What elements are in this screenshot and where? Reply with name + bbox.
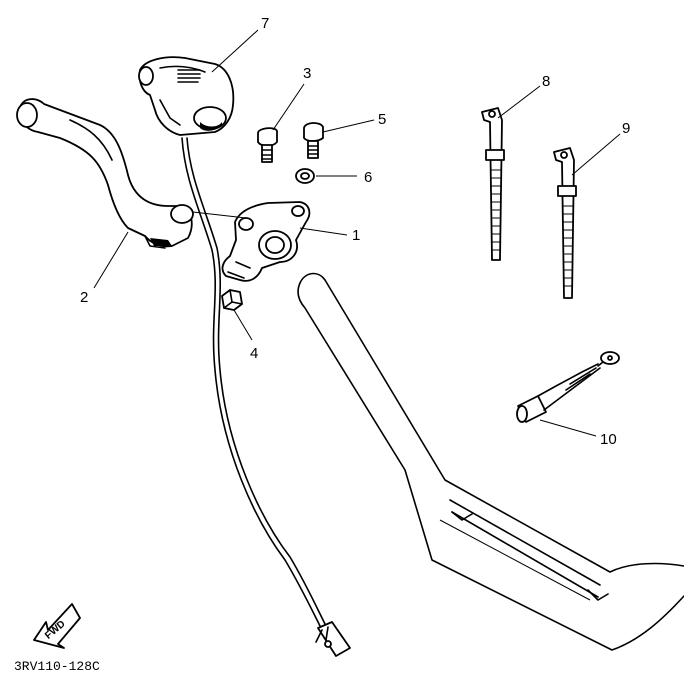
leader-10: [539, 419, 597, 437]
leader-8: [497, 85, 541, 119]
callout-1: 1: [352, 227, 360, 244]
callout-8: 8: [542, 73, 550, 90]
callout-4: 4: [250, 345, 258, 362]
leader-1: [299, 227, 348, 236]
handlebar: [297, 272, 684, 651]
leader-5: [322, 119, 375, 133]
lever-holder: [221, 201, 311, 282]
engine-stop-switch: [138, 56, 235, 136]
drawing-code: 3RV110-128C: [14, 659, 100, 674]
clutch-lever: [16, 98, 194, 249]
leader-9: [571, 133, 621, 176]
leader-1b: [192, 211, 247, 219]
bolt-3: [257, 127, 278, 163]
clutch-switch-10: [516, 351, 620, 423]
cable-band-8: [481, 107, 505, 261]
fwd-arrow-badge: FWD: [33, 603, 81, 649]
cable-band-9: [553, 147, 577, 299]
leader-2: [93, 231, 129, 289]
callout-5: 5: [378, 111, 386, 128]
callout-2: 2: [80, 289, 88, 306]
leader-7: [211, 29, 259, 73]
callout-10: 10: [600, 431, 617, 448]
callout-7: 7: [261, 15, 269, 32]
callouts: 7 3 5 6 1 2 4 8 9 10: [80, 15, 630, 448]
nut-4: [221, 289, 243, 311]
leader-4: [233, 309, 253, 341]
callout-6: 6: [364, 169, 372, 186]
leader-3: [272, 83, 305, 131]
leader-lines: [93, 29, 621, 437]
switch-cable: [181, 137, 351, 657]
callout-9: 9: [622, 120, 630, 137]
callout-3: 3: [303, 65, 311, 82]
washer-6: [295, 168, 315, 184]
bolt-5: [303, 122, 324, 159]
